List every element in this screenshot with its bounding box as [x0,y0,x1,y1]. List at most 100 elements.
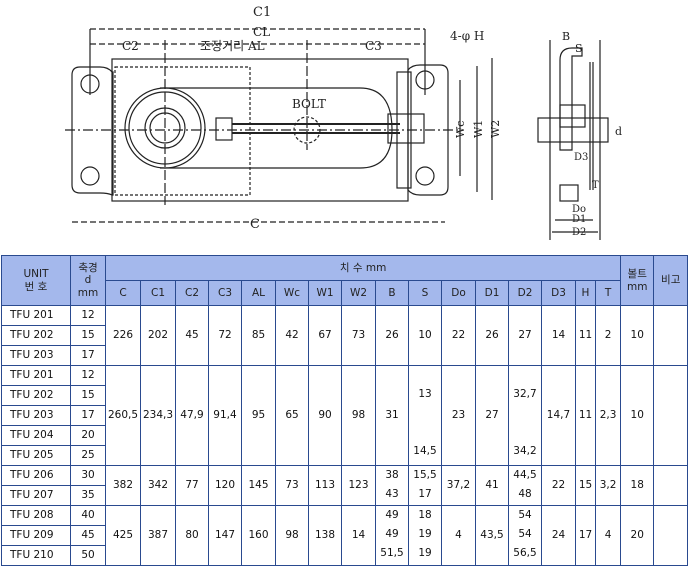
value-cell-wc: 73 [275,465,309,506]
value-cell-d1: 41 [475,465,509,506]
value-cell-s: 10 [408,305,442,366]
value-cell-do: 37,2 [441,465,476,506]
column-header-do: Do [441,280,476,306]
value-cell-t: 2,3 [594,365,622,466]
unit-cell: TFU 201 [1,305,71,326]
value-cell-al: 85 [241,305,276,366]
header-shaft: 축경 d mm [70,255,106,306]
value-line [509,404,541,423]
unit-cell: TFU 201 [1,365,71,386]
value-cell-do: 23 [441,365,476,466]
column-header-d3: D3 [541,280,576,306]
label-c3: C3 [365,39,382,53]
value-cell-c2: 77 [175,465,209,506]
value-cell-d3: 24 [541,505,576,566]
value-cell-d1: 26 [475,305,509,366]
label-d2: D2 [572,227,586,238]
column-header-b: B [375,280,409,306]
label-do: Do [572,204,586,215]
value-cell-d3: 14 [541,305,576,366]
unit-cell: TFU 204 [1,425,71,446]
value-line: 15,5 [413,469,437,481]
value-line: 19 [418,547,432,559]
value-line [409,404,441,423]
shaft-cell: 35 [70,485,106,506]
unit-cell: TFU 209 [1,525,71,546]
label-d3: D3 [574,152,588,163]
value-line: 51,5 [380,547,404,559]
value-line: 49 [385,509,399,521]
value-cell-h: 15 [575,465,596,506]
value-cell-c: 382 [105,465,141,506]
label-c2: C2 [122,39,139,53]
value-cell-c3: 91,4 [208,365,242,466]
note-cell [653,365,689,466]
value-line [509,366,541,385]
header-dimensions: 치 수 mm [104,255,622,281]
shaft-cell: 45 [70,525,106,546]
value-cell-t: 3,2 [594,465,622,506]
value-cell-d3: 14,7 [541,365,576,466]
shaft-cell: 25 [70,445,106,466]
column-header-c: C [105,280,141,306]
label-c: C [250,217,260,232]
label-d: d [615,125,622,138]
column-header-t: T [594,280,622,306]
value-line: 18 [418,509,432,521]
label-t: T [592,180,599,191]
value-cell-s: 15,5 17 [408,465,442,506]
value-cell-h: 11 [575,365,596,466]
shaft-cell: 20 [70,425,106,446]
column-header-al: AL [241,280,276,306]
column-header-wc: Wc [275,280,309,306]
value-cell-c1: 387 [140,505,176,566]
value-line: 43 [385,488,399,500]
value-cell-w1: 90 [308,365,342,466]
pillow-block-take-up-drawing: C1 CL C2 조정거리 AL C3 4-φ H BOLT Wc W1 W2 … [65,5,622,240]
column-header-d1: D1 [475,280,509,306]
value-cell-do: 22 [441,305,476,366]
label-s: S [575,42,583,55]
value-cell-w2: 98 [341,365,376,466]
label-c1: C1 [253,5,271,20]
value-cell-t: 2 [594,305,622,366]
unit-cell: TFU 205 [1,445,71,466]
shaft-cell: 12 [70,365,106,386]
value-cell-wc: 65 [275,365,309,466]
shaft-cell: 12 [70,305,106,326]
header-note: 비고 [653,255,689,306]
unit-cell: TFU 207 [1,485,71,506]
shaft-cell: 40 [70,505,106,526]
value-cell-c2: 47,9 [175,365,209,466]
label-d1: D1 [572,214,586,225]
column-header-w1: W1 [308,280,342,306]
shaft-cell: 15 [70,385,106,406]
value-cell-c3: 72 [208,305,242,366]
value-line [509,423,541,442]
shaft-cell: 17 [70,345,106,366]
unit-cell: TFU 203 [1,345,71,366]
value-line: 54 [518,509,532,521]
value-cell-al: 160 [241,505,276,566]
value-cell-c: 226 [105,305,141,366]
value-line: 17 [418,488,432,500]
shaft-cell: 15 [70,325,106,346]
value-line: 54 [518,528,532,540]
shaft-cell: 17 [70,405,106,426]
header-unit: UNIT 번 호 [1,255,71,306]
column-header-w2: W2 [341,280,376,306]
value-cell-b: 31 [375,365,409,466]
note-cell [653,505,689,566]
value-cell-d3: 22 [541,465,576,506]
